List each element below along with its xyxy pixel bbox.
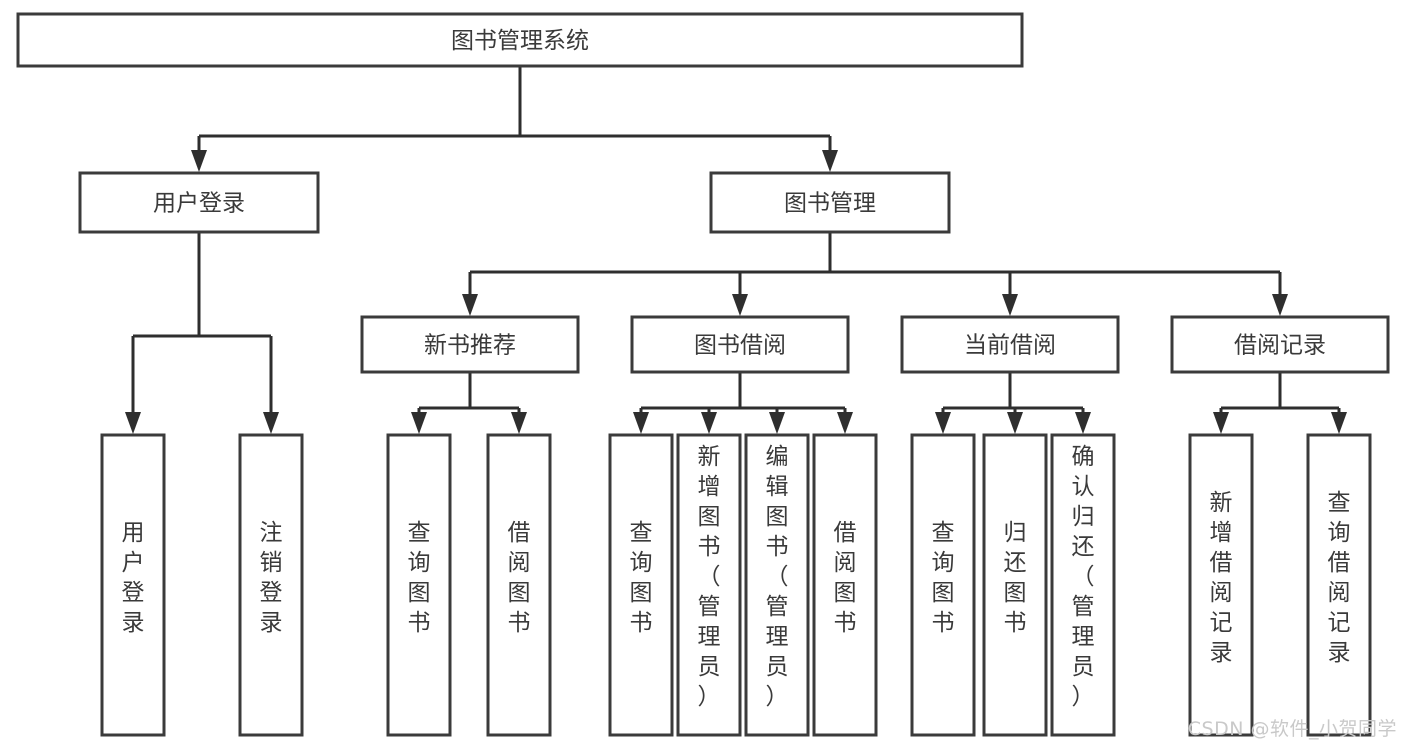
arrow-head-icon <box>935 412 951 434</box>
arrow-head-icon <box>1213 412 1229 434</box>
node-leaf_query_book_c[interactable]: 查询图书 <box>910 433 976 737</box>
connector-group-root <box>191 66 838 172</box>
node-leaf_borrow_book_a[interactable]: 借阅图书 <box>486 433 552 737</box>
arrow-head-icon <box>1002 294 1018 316</box>
connector-layer <box>125 66 1347 434</box>
arrow-head-icon <box>263 412 279 434</box>
node-book_mgmt[interactable]: 图书管理 <box>709 171 951 234</box>
node-label: 查询图书 <box>932 520 955 636</box>
node-leaf_query_book_b[interactable]: 查询图书 <box>608 433 674 737</box>
node-box[interactable] <box>1170 315 1390 374</box>
node-label: 查询图书 <box>630 520 653 636</box>
node-label: 当前借阅 <box>964 333 1056 359</box>
node-label: 新增图书（管理员） <box>698 444 721 710</box>
node-current_borrow[interactable]: 当前借阅 <box>900 315 1120 374</box>
node-box[interactable] <box>676 433 742 737</box>
arrow-head-icon <box>1331 412 1347 434</box>
arrow-head-icon <box>511 412 527 434</box>
node-label: 编辑图书（管理员） <box>766 444 789 710</box>
node-box[interactable] <box>100 433 166 737</box>
node-leaf_borrow_book_b[interactable]: 借阅图书 <box>812 433 878 737</box>
node-label: 注销登录 <box>260 520 283 636</box>
node-label: 图书借阅 <box>694 333 786 359</box>
node-borrow_record[interactable]: 借阅记录 <box>1170 315 1390 374</box>
connector-group-book_borrow <box>633 372 853 434</box>
connector-group-user_login <box>125 232 279 434</box>
node-leaf_query_book_a[interactable]: 查询图书 <box>386 433 452 737</box>
connector-group-book_mgmt <box>462 232 1288 316</box>
arrow-head-icon <box>411 412 427 434</box>
arrow-head-icon <box>125 412 141 434</box>
node-new_book_rec[interactable]: 新书推荐 <box>360 315 580 374</box>
arrow-head-icon <box>822 150 838 172</box>
arrow-head-icon <box>701 412 717 434</box>
node-label: 图书管理 <box>784 191 876 217</box>
node-box[interactable] <box>1306 433 1372 737</box>
connector-group-new_book_rec <box>411 372 527 434</box>
node-box[interactable] <box>812 433 878 737</box>
node-user_login[interactable]: 用户登录 <box>78 171 320 234</box>
node-box[interactable] <box>1050 433 1116 737</box>
arrow-head-icon <box>769 412 785 434</box>
node-leaf_edit_book[interactable]: 编辑图书（管理员） <box>744 433 810 737</box>
node-layer: 图书管理系统用户登录图书管理新书推荐图书借阅当前借阅借阅记录用户登录注销登录查询… <box>16 12 1390 737</box>
node-label: 新增借阅记录 <box>1210 490 1233 666</box>
node-box[interactable] <box>386 433 452 737</box>
arrow-head-icon <box>1075 412 1091 434</box>
node-label: 借阅图书 <box>834 520 857 636</box>
node-box[interactable] <box>78 171 320 234</box>
node-box[interactable] <box>360 315 580 374</box>
arrow-head-icon <box>191 150 207 172</box>
node-label: 新书推荐 <box>424 333 516 359</box>
node-label: 借阅记录 <box>1234 333 1326 359</box>
node-box[interactable] <box>486 433 552 737</box>
node-leaf_return_book[interactable]: 归还图书 <box>982 433 1048 737</box>
node-box[interactable] <box>608 433 674 737</box>
arrow-head-icon <box>1272 294 1288 316</box>
node-box[interactable] <box>744 433 810 737</box>
node-leaf_add_record[interactable]: 新增借阅记录 <box>1188 433 1254 737</box>
node-label: 查询借阅记录 <box>1328 490 1351 666</box>
node-label: 查询图书 <box>408 520 431 636</box>
arrow-head-icon <box>732 294 748 316</box>
node-box[interactable] <box>1188 433 1254 737</box>
node-leaf_query_record[interactable]: 查询借阅记录 <box>1306 433 1372 737</box>
connector-group-borrow_record <box>1213 372 1347 434</box>
node-leaf_user_login[interactable]: 用户登录 <box>100 433 166 737</box>
node-label: 确认归还（管理员） <box>1072 444 1095 710</box>
node-book_borrow[interactable]: 图书借阅 <box>630 315 850 374</box>
node-label: 图书管理系统 <box>451 28 589 54</box>
node-box[interactable] <box>709 171 951 234</box>
node-box[interactable] <box>238 433 304 737</box>
arrow-head-icon <box>633 412 649 434</box>
node-leaf_confirm_return[interactable]: 确认归还（管理员） <box>1050 433 1116 737</box>
arrow-head-icon <box>837 412 853 434</box>
node-box[interactable] <box>910 433 976 737</box>
node-box[interactable] <box>982 433 1048 737</box>
arrow-head-icon <box>1007 412 1023 434</box>
connector-group-current_borrow <box>935 372 1091 434</box>
node-label: 用户登录 <box>122 520 145 636</box>
node-box[interactable] <box>16 12 1024 68</box>
node-label: 归还图书 <box>1004 520 1027 636</box>
node-box[interactable] <box>900 315 1120 374</box>
node-leaf_logout[interactable]: 注销登录 <box>238 433 304 737</box>
node-box[interactable] <box>630 315 850 374</box>
node-label: 借阅图书 <box>508 520 531 636</box>
arrow-head-icon <box>462 294 478 316</box>
node-leaf_add_book[interactable]: 新增图书（管理员） <box>676 433 742 737</box>
node-label: 用户登录 <box>153 191 245 217</box>
node-root[interactable]: 图书管理系统 <box>16 12 1024 68</box>
